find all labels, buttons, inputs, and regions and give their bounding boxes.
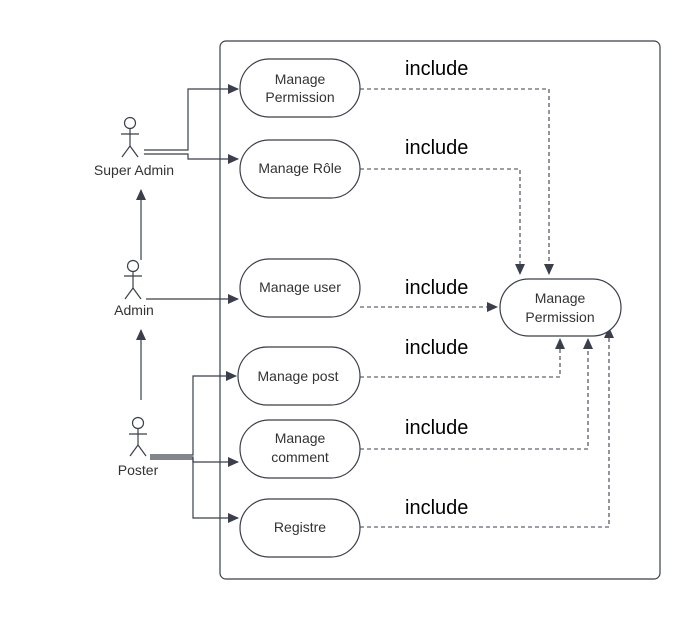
use-case-manage-permission-top[interactable]: Manage Permission [239,58,361,118]
use-case-label-line2: comment [271,449,329,465]
use-case-label-line1: Manage [275,71,326,87]
actor-admin[interactable]: Admin [114,259,154,319]
include-arrow-registre [360,327,614,528]
actor-label-poster: Poster [118,462,159,478]
use-case-label: Registre [274,519,326,535]
use-case-shape [237,346,361,406]
use-case-shape [239,258,361,318]
use-case-shape [239,139,361,199]
use-case-label-line2: Permission [265,89,334,105]
use-case-shape [239,58,361,118]
actor-leg-right [137,444,147,457]
actor-head [126,259,140,273]
use-case-manage-user[interactable]: Manage user [239,258,361,318]
use-case-shape [239,419,361,479]
include-label-4: include [405,337,468,359]
actor-head [123,116,137,130]
use-case-registre[interactable]: Registre [239,498,361,558]
use-case-label: Manage post [258,368,339,384]
assoc-superadmin-permission [144,84,239,151]
include-arrow-role [360,168,525,275]
actor-label-admin: Admin [114,302,154,318]
system-boundary [219,40,661,580]
include-arrow-permission [360,88,554,275]
include-label-2: include [405,137,468,159]
include-arrow-comment [360,338,593,450]
include-label-3: include [405,277,468,299]
actor-leg-left [121,145,131,158]
actor-leg-left [129,444,139,457]
include-label-6: include [405,497,468,519]
use-case-shape [499,278,622,337]
use-case-label: Manage user [259,279,341,295]
include-arrow-post [360,338,565,378]
actor-label-super-admin: Super Admin [94,162,174,178]
assoc-poster-post [150,371,237,456]
actor-poster[interactable]: Poster [118,416,159,479]
use-case-manage-permission-main[interactable]: Manage Permission [499,278,622,337]
use-case-label-line1: Manage [535,290,586,306]
use-case-manage-post[interactable]: Manage post [237,346,361,406]
use-case-manage-role[interactable]: Manage Rôle [239,139,361,199]
use-case-shape [239,498,361,558]
actor-leg-right [132,287,142,300]
actor-head [131,416,145,430]
use-case-label-line2: Permission [525,309,594,325]
use-case-manage-comment[interactable]: Manage comment [239,419,361,479]
use-case-label: Manage Rôle [258,160,341,176]
use-case-label-line1: Manage [275,430,326,446]
actor-leg-left [124,287,134,300]
actor-super-admin[interactable]: Super Admin [94,116,174,179]
assoc-poster-registre [150,458,239,523]
assoc-superadmin-role [144,153,239,164]
include-label-1: include [405,58,468,80]
include-label-5: include [405,417,468,439]
actor-leg-right [129,145,139,158]
